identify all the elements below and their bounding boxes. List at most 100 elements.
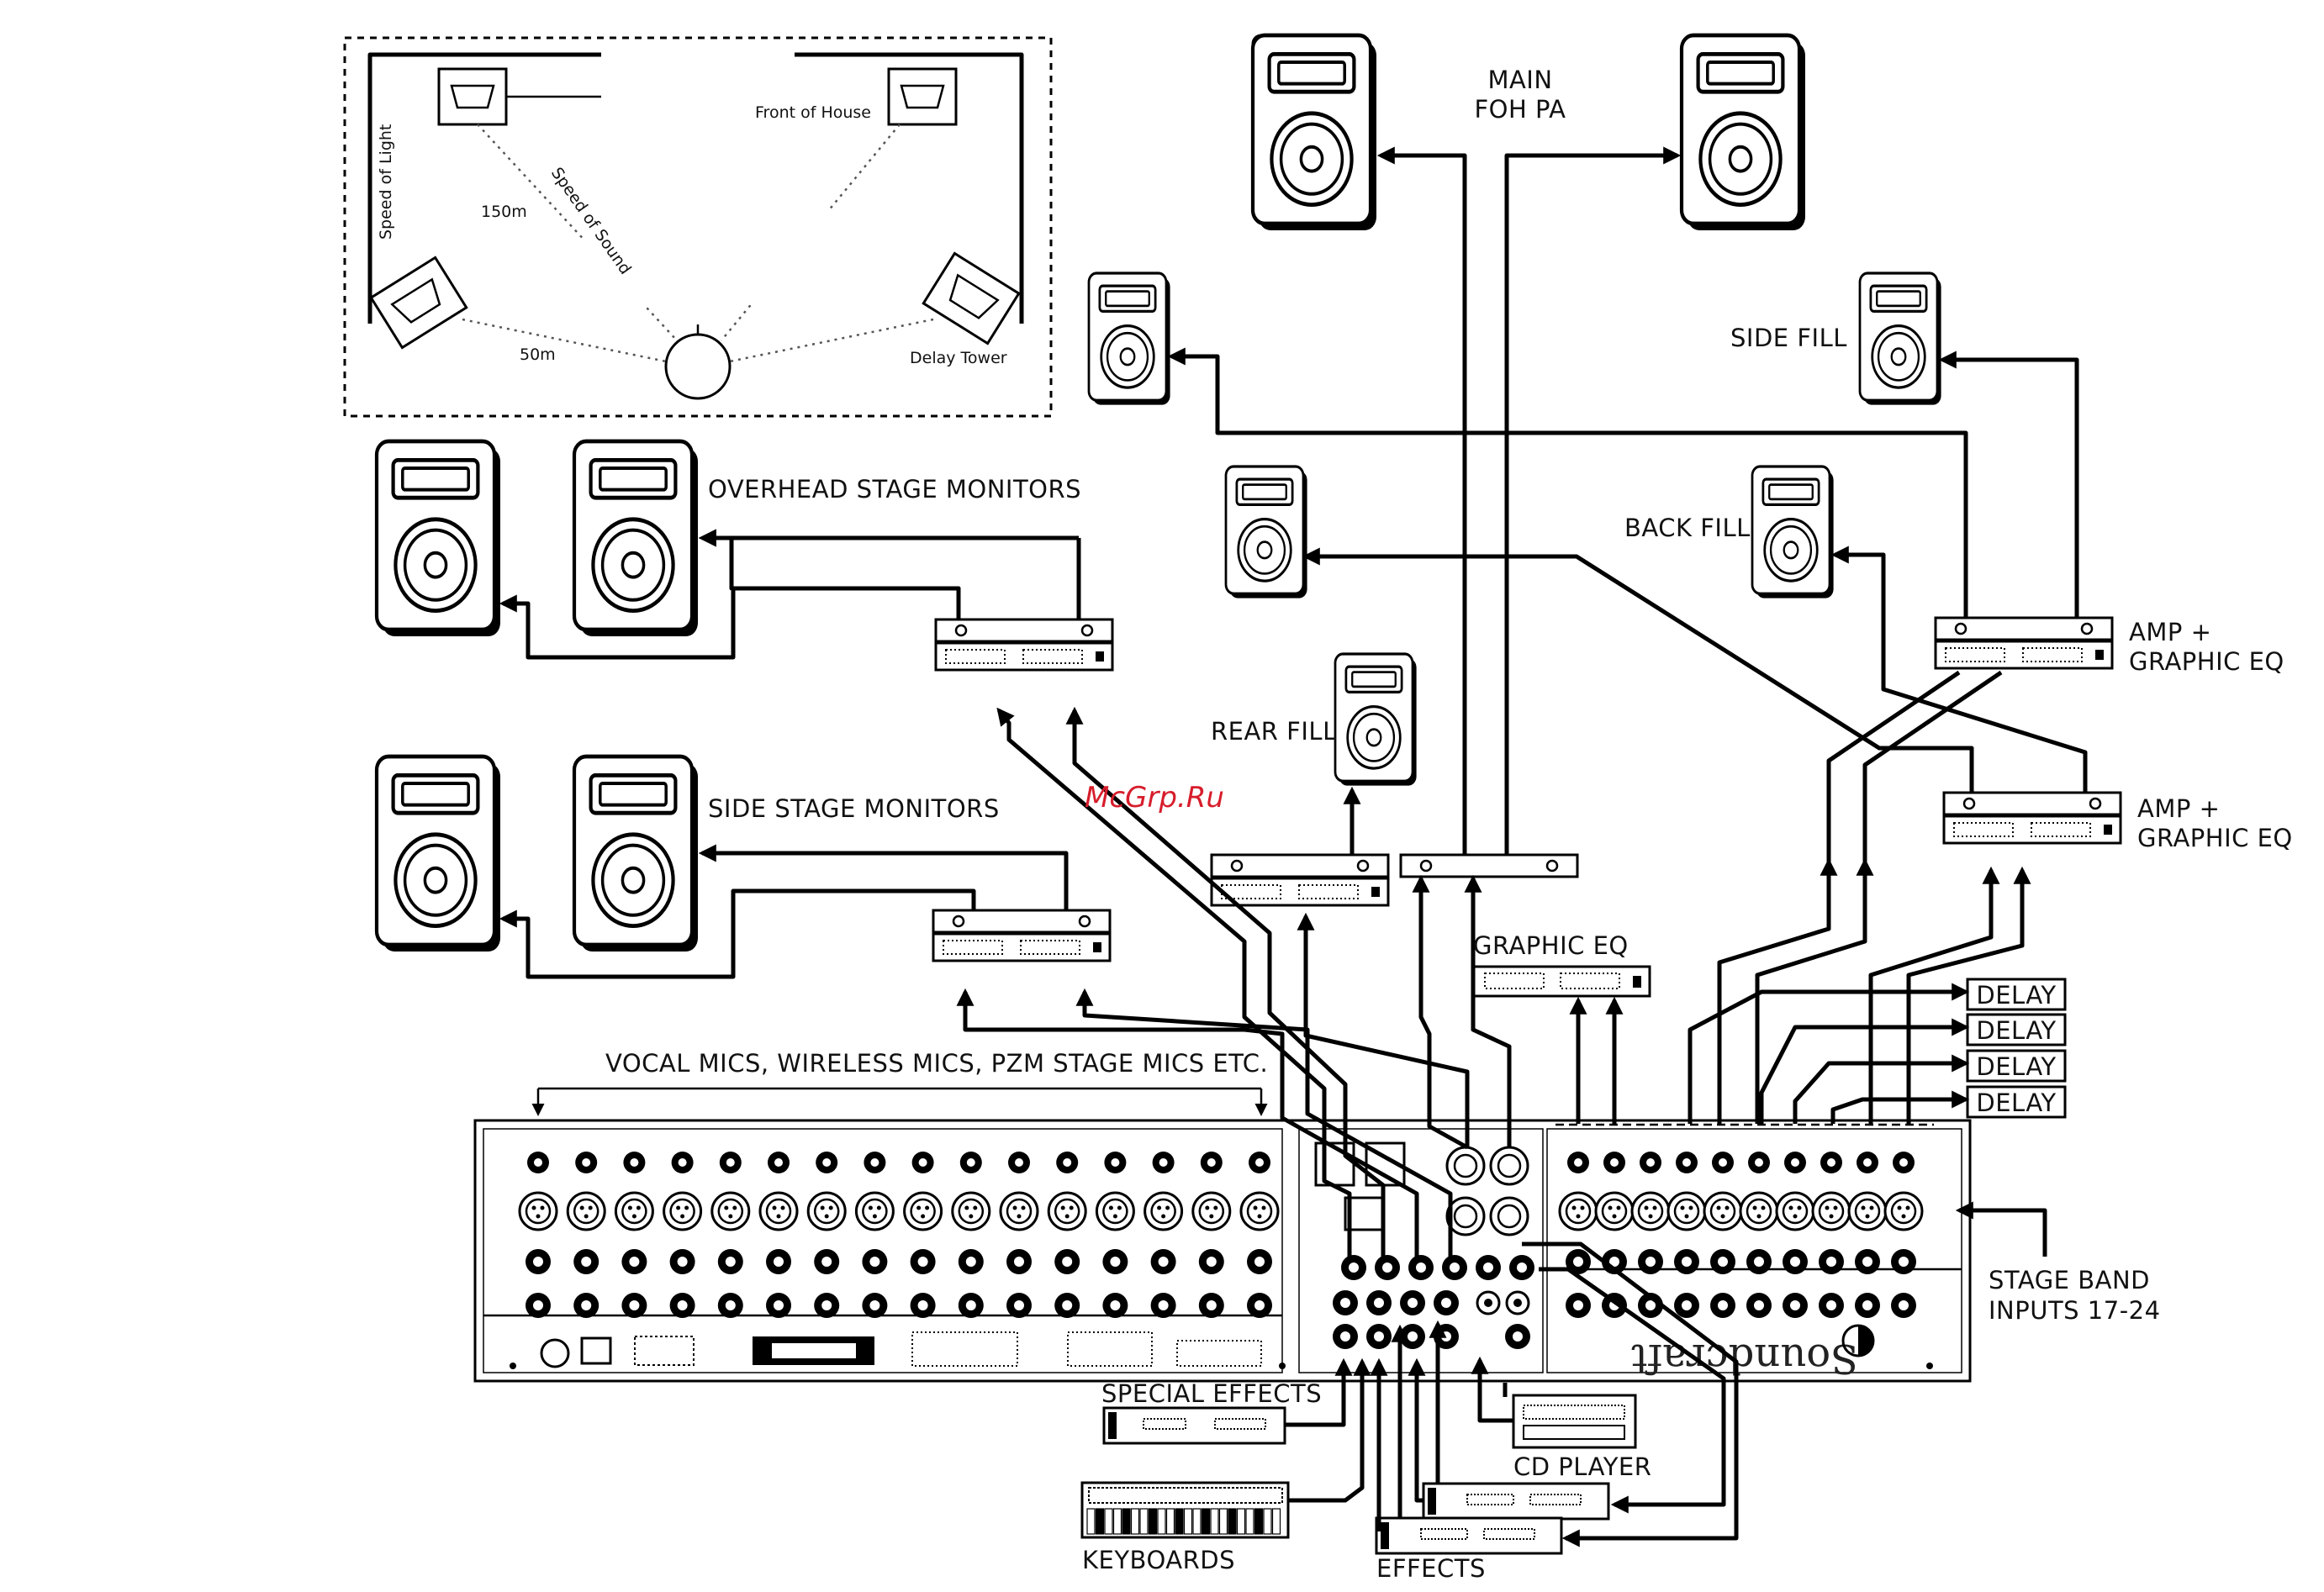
special-effects-unit (1102, 1406, 1286, 1445)
keyboard-unit (1080, 1481, 1290, 1539)
keyboard-key (1183, 1508, 1193, 1535)
speed-of-light-label: Speed of Light (377, 124, 395, 240)
foh-distribution-unit (1399, 853, 1579, 878)
wire-delay-1 (1688, 983, 1970, 1124)
delay-unit-1: DELAY (1966, 978, 2067, 1011)
stage-band-arrow (1955, 1201, 2047, 1257)
keyboard-key (1148, 1508, 1158, 1535)
wire-back-fill-right (1830, 546, 2088, 793)
keyboard-key (1157, 1508, 1166, 1535)
wire-fx-send-1 (1539, 1267, 1726, 1514)
back-fill-speaker-right (1751, 465, 1835, 600)
keyboard-key (1165, 1508, 1175, 1535)
stage-band-label-line1: STAGE BAND (1989, 1266, 2150, 1294)
wire-keyboards (1288, 1357, 1371, 1503)
amp-eq-2-label-line2: GRAPHIC EQ (2137, 824, 2293, 852)
front-of-house-label: Front of House (755, 103, 871, 122)
keyboard-key (1218, 1508, 1228, 1535)
wire-console-to-amp-r2b-l (1868, 866, 2000, 1124)
keyboard-key (1210, 1508, 1219, 1535)
delay-label-1: DELAY (1976, 981, 2056, 1009)
main-foh-speaker-left-cab (1253, 35, 1376, 230)
wire-console-to-amp-r2-l (1717, 857, 1838, 1124)
graphic-eq-unit (1471, 965, 1651, 998)
keyboard-key (1192, 1508, 1202, 1535)
effects-unit-1 (1422, 1482, 1610, 1521)
cd-player-unit (1512, 1394, 1637, 1449)
wire-side-fill-right (1938, 351, 2079, 618)
keyboard-key (1263, 1508, 1272, 1535)
delay-label-4: DELAY (1976, 1089, 2056, 1117)
wire-fx-send-2 (1522, 1241, 1739, 1547)
amp-eq-2-label-line1: AMP + (2137, 794, 2220, 823)
overhead-monitor-right (574, 441, 698, 636)
wire-delay-2 (1759, 1018, 1970, 1124)
amp-eq-right-2 (1942, 791, 2122, 845)
rear-fill-label: REAR FILL (1211, 717, 1337, 746)
inset-delay-tower-left (369, 256, 468, 350)
wire-side-fill-left (1167, 347, 1968, 618)
amp-eq-right-1 (1934, 616, 2114, 670)
main-foh-speaker-right (1682, 35, 1805, 230)
delay-unit-2: DELAY (1966, 1013, 2067, 1046)
amp-eq-1-label-line2: GRAPHIC EQ (2129, 647, 2284, 676)
keyboard-key (1130, 1508, 1140, 1535)
wire-effects-1-in (1408, 1357, 1426, 1503)
wire-console-to-side-stage-l (956, 988, 1419, 1258)
amp-eq-overhead (934, 618, 1114, 672)
back-fill-label: BACK FILL (1624, 514, 1751, 542)
side-fill-speaker-left (1087, 271, 1172, 407)
keyboard-key (1095, 1508, 1105, 1535)
keyboard-key (1139, 1508, 1149, 1535)
wire-delay-3 (1793, 1054, 1970, 1124)
inset-listener-head (664, 324, 732, 400)
keyboard-key (1086, 1508, 1096, 1535)
vocal-mics-label: VOCAL MICS, WIRELESS MICS, PZM STAGE MIC… (605, 1049, 1268, 1078)
wire-special-effects (1285, 1357, 1353, 1427)
stage-band-label-line2: INPUTS 17-24 (1989, 1296, 2161, 1325)
overhead-stage-monitors-label: OVERHEAD STAGE MONITORS (708, 475, 1081, 503)
soundcraft-logo: Soundcraft (1631, 1335, 1858, 1382)
cd-player-label: CD PLAYER (1513, 1452, 1651, 1481)
graphic-eq-label: GRAPHIC EQ (1473, 931, 1629, 960)
console-rear-panel-detail (483, 1123, 1962, 1369)
wire-cd-player (1471, 1356, 1513, 1423)
delay-tower-label: Delay Tower (910, 349, 1007, 367)
delay-unit-4: DELAY (1966, 1085, 2067, 1119)
wire-console-to-amp-r2-r (1755, 857, 1874, 1124)
wire-back-fill-left (1302, 547, 1974, 793)
side-stage-monitors-label: SIDE STAGE MONITORS (708, 794, 1000, 823)
delay-label-2: DELAY (1976, 1016, 2056, 1045)
keyboard-key (1271, 1508, 1281, 1535)
inset-delay-tower-right (922, 251, 1021, 345)
keyboard-key (1236, 1508, 1246, 1535)
wire-console-to-side-stage-r (1075, 988, 1453, 1258)
wire-delay-4 (1830, 1090, 1970, 1124)
wire-overhead-right (698, 529, 961, 619)
keyboard-key (1112, 1508, 1122, 1535)
keyboard-key (1254, 1508, 1264, 1535)
keyboard-key (1104, 1508, 1113, 1535)
keyboard-key (1228, 1508, 1237, 1535)
watermark: McGrp.Ru (1085, 781, 1224, 814)
amp-eq-side-stage (932, 909, 1112, 962)
keyboard-key (1175, 1508, 1184, 1535)
inset-speaker-front-right (887, 67, 958, 126)
inset-speaker-front-left (437, 67, 508, 126)
overhead-monitor-left (377, 441, 500, 636)
delay-concept-inset: Front of House Speed of Light Speed of S… (343, 36, 1053, 418)
delay-label-3: DELAY (1976, 1052, 2056, 1081)
wire-console-to-overhead-l (996, 707, 1352, 1258)
keyboard-key (1245, 1508, 1254, 1535)
keyboard-key (1201, 1508, 1211, 1535)
wire-console-to-amp-r2b-r (1906, 866, 2031, 1124)
side-stage-monitor-right (574, 756, 698, 952)
rear-fill-speaker (1334, 652, 1418, 788)
mixing-console: Soundcraft (473, 1119, 1972, 1383)
brand-label: Soundcraft (1631, 1335, 1858, 1382)
back-fill-speaker-left (1224, 465, 1309, 600)
effects-label: EFFECTS (1376, 1554, 1486, 1583)
keyboards-label: KEYBOARDS (1082, 1546, 1235, 1574)
distance-near-label: 50m (520, 345, 556, 364)
